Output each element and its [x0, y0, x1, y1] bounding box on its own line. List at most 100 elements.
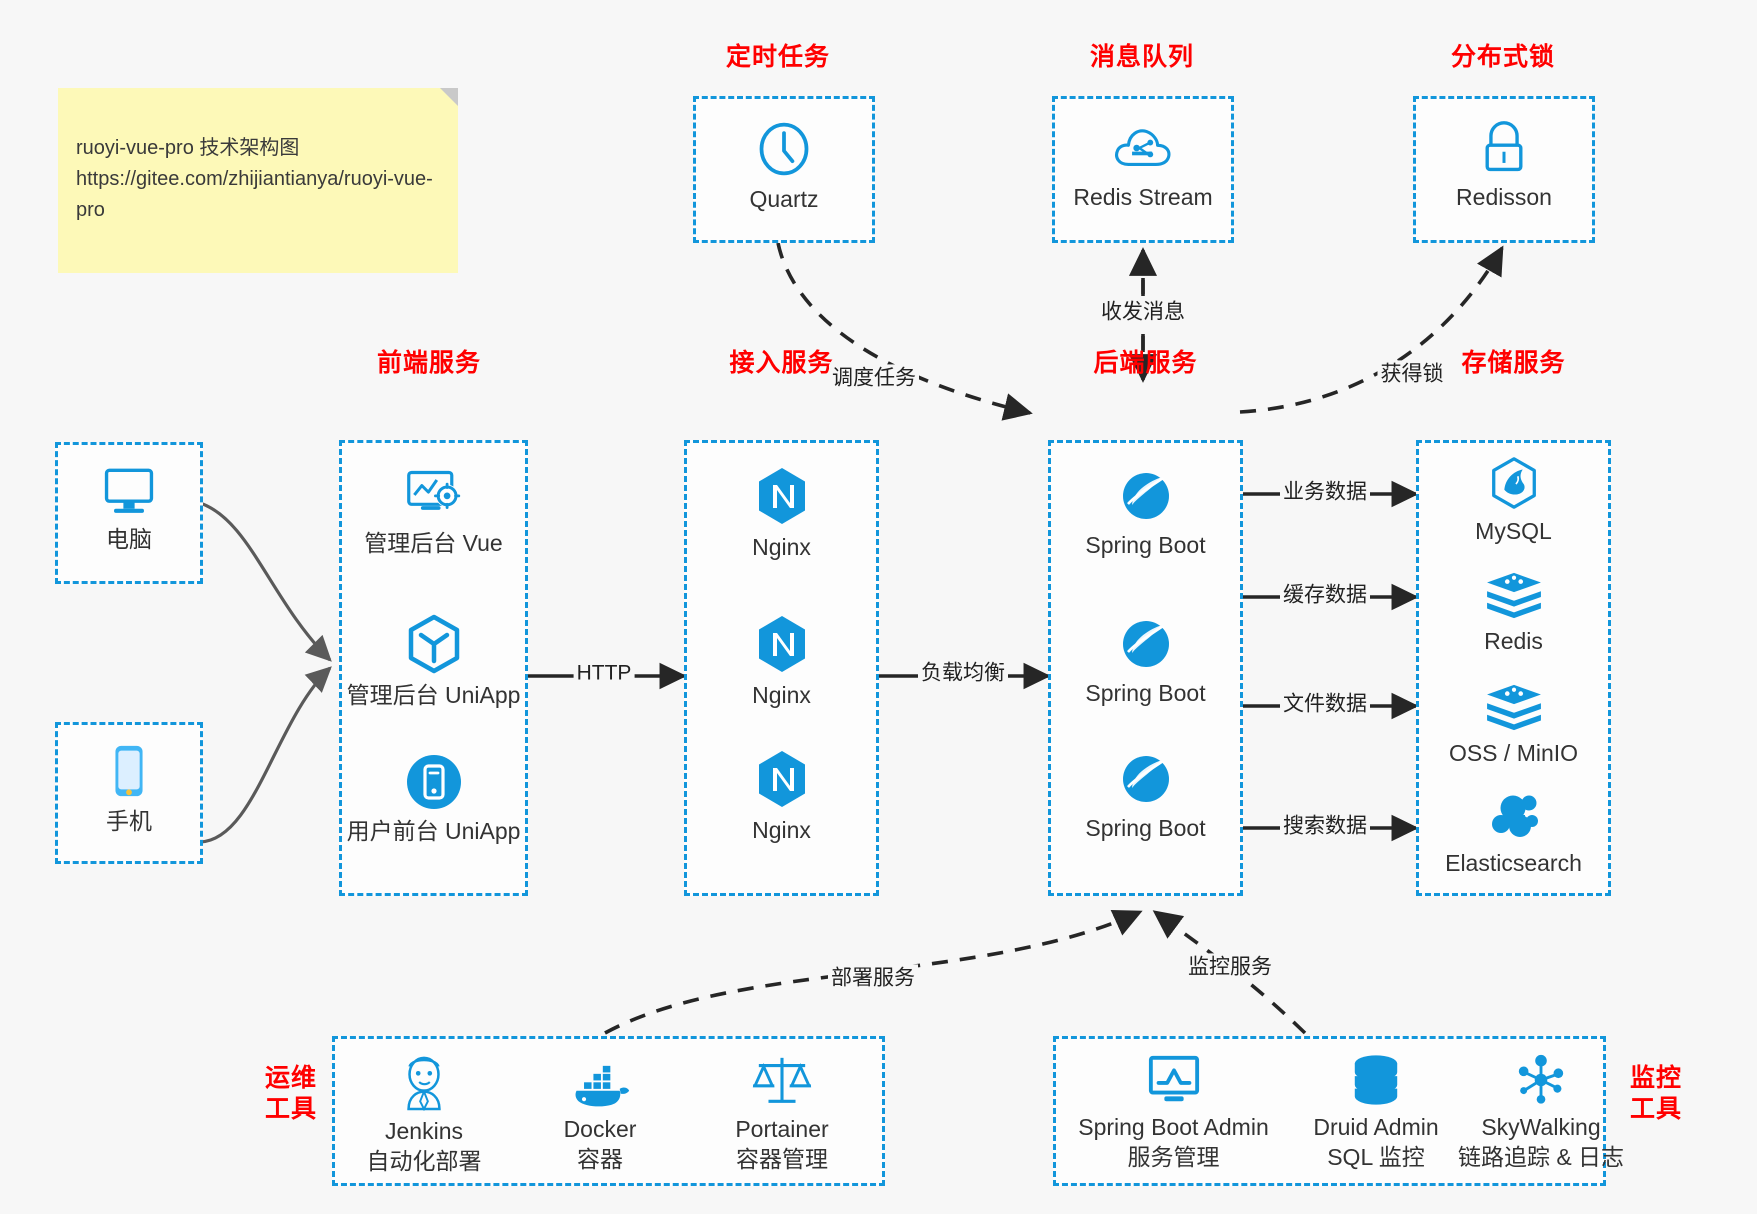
node-admin-uniapp[interactable]: 管理后台 UniApp	[342, 613, 525, 711]
node-spring-boot-1[interactable]: Spring Boot	[1051, 465, 1240, 561]
node-spring-boot-3[interactable]: Spring Boot	[1051, 748, 1240, 844]
node-quartz[interactable]: Quartz	[696, 119, 872, 215]
node-sub-portainer: 容器管理	[736, 1145, 828, 1172]
redis-stack-icon	[1486, 572, 1541, 619]
node-sub-skywalking: 链路追踪 & 日志	[1457, 1143, 1625, 1170]
node-label-skywalking: SkyWalking	[1481, 1114, 1601, 1140]
edge-pc-to-frontend	[199, 501, 332, 662]
group-title-monitoring: 监控 工具	[1629, 1064, 1682, 1124]
node-user-uniapp[interactable]: 用户前台 UniApp	[342, 753, 525, 847]
node-pc[interactable]: 电脑	[58, 461, 200, 555]
edge-label-acquire-lock: 获得锁	[1377, 360, 1447, 388]
node-oss-minio[interactable]: OSS / MinIO	[1419, 683, 1608, 769]
node-spring-boot-admin[interactable]: Spring Boot Admin 服务管理	[1066, 1053, 1281, 1173]
group-title-distributed-lock: 分布式锁	[1450, 43, 1555, 71]
node-sub-docker: 容器	[577, 1145, 623, 1172]
group-title-devops: 运维 工具	[264, 1064, 317, 1124]
spring-leaf-icon	[1122, 473, 1169, 519]
group-title-storage: 存储服务	[1461, 349, 1566, 377]
node-nginx-2[interactable]: Nginx	[687, 613, 876, 711]
node-druid-admin[interactable]: Druid Admin SQL 监控	[1296, 1053, 1456, 1173]
node-mysql[interactable]: MySQL	[1419, 455, 1608, 547]
mobile-circle-icon	[406, 755, 461, 809]
node-docker[interactable]: Docker 容器	[525, 1065, 675, 1175]
group-box-backend: Spring Boot Spring Boot Spring Boot	[1048, 440, 1243, 896]
node-admin-vue[interactable]: 管理后台 Vue	[342, 465, 525, 559]
node-label-nginx-3: Nginx	[752, 817, 811, 843]
group-box-message-queue: Redis Stream	[1052, 96, 1234, 243]
diagram-note: ruoyi-vue-pro 技术架构图 https://gitee.com/zh…	[58, 88, 458, 273]
group-box-client-mobile: 手机	[55, 722, 203, 864]
edge-label-file-data: 文件数据	[1280, 690, 1370, 718]
database-icon	[1354, 1055, 1398, 1105]
node-jenkins[interactable]: Jenkins 自动化部署	[349, 1053, 499, 1177]
group-box-storage: MySQL Redis OSS / MinIO	[1416, 440, 1611, 896]
node-label-spring-boot-2: Spring Boot	[1085, 680, 1206, 706]
edge-mobile-to-frontend	[199, 666, 332, 844]
diagram-note-text: ruoyi-vue-pro 技术架构图 https://gitee.com/zh…	[76, 137, 433, 221]
scales-icon	[752, 1057, 812, 1103]
node-redisson[interactable]: Redisson	[1416, 119, 1592, 213]
node-nginx-3[interactable]: Nginx	[687, 748, 876, 846]
group-box-monitoring: Spring Boot Admin 服务管理 Druid Admin SQL 监…	[1053, 1036, 1624, 1186]
note-fold-corner	[440, 88, 458, 106]
lock-icon	[1485, 121, 1523, 172]
node-label-redis: Redis	[1484, 628, 1543, 654]
group-box-distributed-lock: Redisson	[1413, 96, 1595, 243]
node-label-mysql: MySQL	[1475, 518, 1552, 544]
group-box-scheduled-task: Quartz	[693, 96, 875, 243]
node-portainer[interactable]: Portainer 容器管理	[697, 1053, 867, 1175]
node-sub-druid-admin: SQL 监控	[1327, 1143, 1425, 1170]
cloud-stream-icon	[1115, 129, 1171, 166]
node-label-spring-boot-3: Spring Boot	[1085, 815, 1206, 841]
node-label-spring-boot-1: Spring Boot	[1085, 532, 1206, 558]
group-box-frontend: 管理后台 Vue 管理后台 UniApp 用户前台 UniApp	[339, 440, 528, 896]
node-label-nginx-2: Nginx	[752, 682, 811, 708]
spring-leaf-icon	[1122, 756, 1169, 802]
group-box-devops: Jenkins 自动化部署 Docker 容器	[332, 1036, 885, 1186]
node-redis-stream[interactable]: Redis Stream	[1055, 119, 1231, 213]
group-box-client-pc: 电脑	[55, 442, 203, 584]
desktop-icon	[104, 468, 154, 513]
node-label-admin-uniapp: 管理后台 UniApp	[346, 682, 521, 708]
node-label-admin-vue: 管理后台 Vue	[364, 530, 503, 556]
group-title-frontend: 前端服务	[376, 349, 481, 377]
node-redis[interactable]: Redis	[1419, 571, 1608, 657]
node-label-user-uniapp: 用户前台 UniApp	[346, 818, 521, 844]
edge-label-load-balance: 负载均衡	[918, 659, 1008, 687]
node-spring-boot-2[interactable]: Spring Boot	[1051, 613, 1240, 709]
edge-acquire-lock	[1239, 245, 1504, 414]
nginx-icon	[758, 751, 805, 807]
node-elasticsearch[interactable]: Elasticsearch	[1419, 791, 1608, 879]
nginx-icon	[758, 468, 805, 524]
node-label-quartz: Quartz	[749, 186, 819, 212]
edge-label-search-data: 搜索数据	[1280, 812, 1370, 840]
node-label-redisson: Redisson	[1456, 184, 1552, 210]
dashboard-gear-icon	[406, 470, 460, 510]
elasticsearch-icon	[1491, 795, 1538, 837]
node-nginx-1[interactable]: Nginx	[687, 465, 876, 563]
node-sub-spring-boot-admin: 服务管理	[1127, 1143, 1220, 1170]
spring-leaf-icon	[1122, 621, 1169, 667]
node-label-pc: 电脑	[106, 526, 152, 552]
edge-label-send-receive: 收发消息	[1098, 298, 1188, 326]
docker-whale-icon	[575, 1065, 630, 1107]
node-mobile[interactable]: 手机	[58, 741, 200, 837]
hexagon-cube-icon	[408, 614, 459, 674]
group-title-backend: 后端服务	[1093, 349, 1198, 377]
node-skywalking[interactable]: SkyWalking 链路追踪 & 日志	[1441, 1053, 1641, 1173]
node-label-spring-boot-admin: Spring Boot Admin	[1078, 1114, 1269, 1140]
edge-label-cache-data: 缓存数据	[1280, 581, 1370, 609]
node-label-jenkins: Jenkins	[385, 1118, 463, 1144]
node-label-oss-minio: OSS / MinIO	[1448, 740, 1579, 766]
node-label-docker: Docker	[563, 1116, 637, 1142]
node-label-portainer: Portainer	[735, 1116, 829, 1142]
mysql-dolphin-icon	[1491, 457, 1536, 509]
node-label-elasticsearch: Elasticsearch	[1445, 850, 1582, 876]
node-label-druid-admin: Druid Admin	[1313, 1114, 1439, 1140]
group-title-gateway: 接入服务	[729, 349, 834, 377]
jenkins-butler-icon	[407, 1056, 441, 1111]
clock-icon	[759, 122, 809, 176]
node-label-redis-stream: Redis Stream	[1073, 184, 1213, 210]
